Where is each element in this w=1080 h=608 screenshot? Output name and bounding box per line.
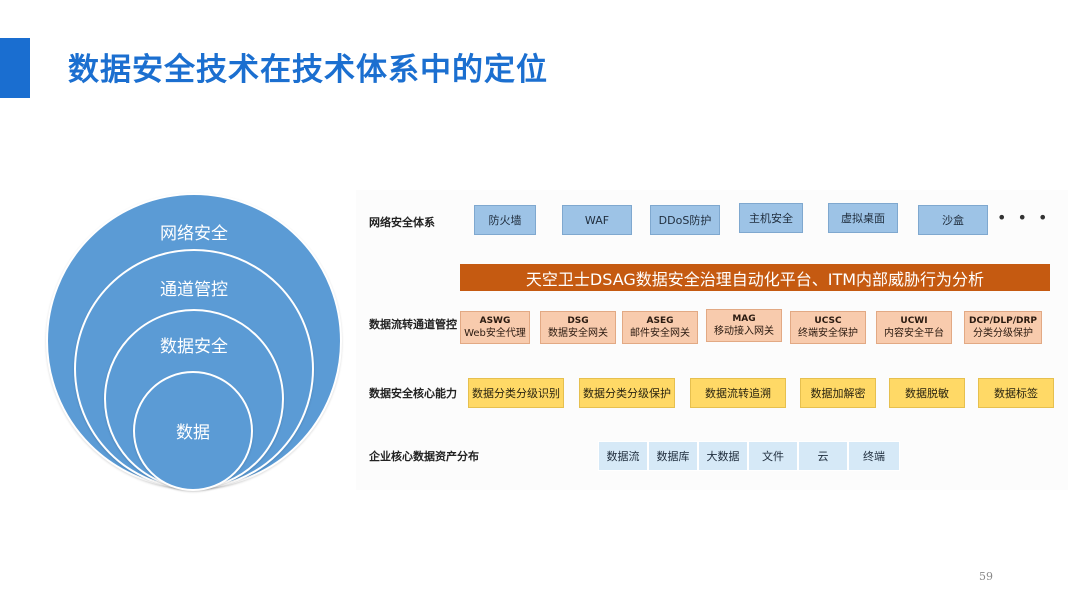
channel-item-name: Web安全代理 — [464, 327, 526, 339]
channel-item: MAG 移动接入网关 — [706, 309, 782, 342]
asset-item: 数据库 — [648, 441, 698, 471]
page-title: 数据安全技术在技术体系中的定位 — [68, 52, 548, 88]
channel-item-code: DSG — [567, 315, 589, 326]
channel-item-name: 内容安全平台 — [884, 327, 944, 339]
row-label-assets: 企业核心数据资产分布 — [369, 450, 479, 463]
capability-item: 数据脱敏 — [889, 378, 965, 408]
capability-item: 数据标签 — [978, 378, 1054, 408]
circle-data: 数据 — [133, 371, 253, 491]
concentric-circles-diagram: 网络安全 通道管控 数据安全 数据 — [46, 193, 342, 491]
channel-item-name: 分类分级保护 — [973, 327, 1033, 339]
channel-item-code: MAG — [732, 313, 756, 324]
channel-item: DCP/DLP/DRP 分类分级保护 — [964, 311, 1042, 344]
network-item: 防火墙 — [474, 205, 536, 235]
channel-item-name: 数据安全网关 — [548, 327, 608, 339]
asset-item: 云 — [798, 441, 848, 471]
network-item: 虚拟桌面 — [828, 203, 898, 233]
circle-label-network-security: 网络安全 — [160, 224, 228, 244]
channel-item-code: UCSC — [814, 315, 842, 326]
capability-item: 数据分类分级保护 — [579, 378, 675, 408]
channel-item-code: ASEG — [646, 315, 674, 326]
architecture-diagram: 网络安全体系 数据流转通道管控 数据安全核心能力 企业核心数据资产分布 防火墙 … — [356, 190, 1068, 490]
capability-item: 数据加解密 — [800, 378, 876, 408]
row-label-network: 网络安全体系 — [369, 216, 435, 229]
circle-label-data-security: 数据安全 — [160, 337, 228, 357]
capability-item: 数据分类分级识别 — [468, 378, 564, 408]
channel-item: UCSC 终端安全保护 — [790, 311, 866, 344]
channel-item: ASEG 邮件安全网关 — [622, 311, 698, 344]
circle-label-channel-control: 通道管控 — [160, 280, 228, 300]
asset-item: 大数据 — [698, 441, 748, 471]
channel-item-code: ASWG — [479, 315, 511, 326]
row-label-capability: 数据安全核心能力 — [369, 387, 457, 400]
more-items-ellipsis: • • • — [997, 208, 1051, 227]
page-number: 59 — [979, 570, 993, 583]
channel-item: ASWG Web安全代理 — [460, 311, 530, 344]
network-item: 主机安全 — [739, 203, 803, 233]
channel-item: DSG 数据安全网关 — [540, 311, 616, 344]
title-accent-bar — [0, 38, 30, 98]
network-item: WAF — [562, 205, 632, 235]
channel-item-name: 邮件安全网关 — [630, 327, 690, 339]
asset-item: 文件 — [748, 441, 798, 471]
asset-item: 数据流 — [598, 441, 648, 471]
capability-item: 数据流转追溯 — [690, 378, 786, 408]
channel-item-name: 终端安全保护 — [798, 327, 858, 339]
channel-item: UCWI 内容安全平台 — [876, 311, 952, 344]
network-item: DDoS防护 — [650, 205, 720, 235]
asset-item: 终端 — [848, 441, 900, 471]
platform-banner: 天空卫士DSAG数据安全治理自动化平台、ITM内部威胁行为分析 — [460, 264, 1050, 291]
channel-item-code: DCP/DLP/DRP — [968, 315, 1038, 326]
row-label-channel: 数据流转通道管控 — [369, 318, 457, 331]
network-item: 沙盒 — [918, 205, 988, 235]
circle-label-data: 数据 — [176, 423, 210, 443]
channel-item-name: 移动接入网关 — [714, 325, 774, 337]
channel-item-code: UCWI — [900, 315, 928, 326]
